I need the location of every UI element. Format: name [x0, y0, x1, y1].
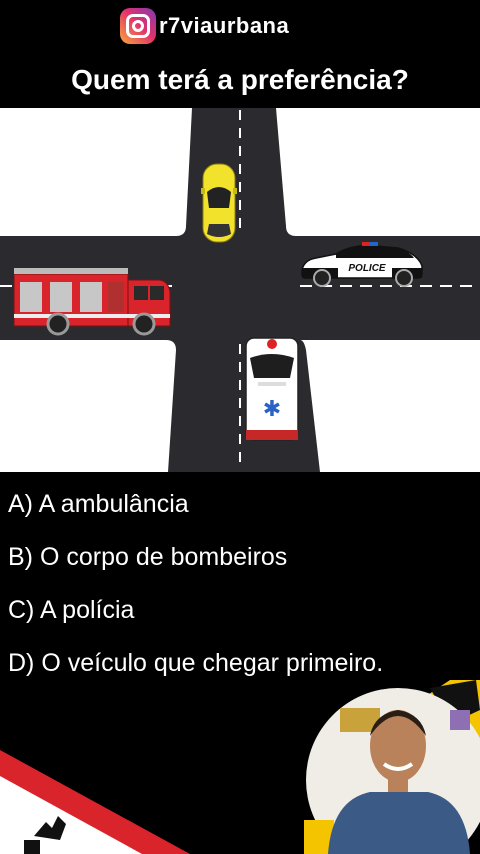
police-label: POLICE [348, 263, 386, 274]
corner-block-se [300, 340, 480, 472]
corner-block-nw [0, 108, 192, 236]
presenter-video [304, 680, 480, 854]
yellow-car [201, 163, 237, 243]
option-a[interactable]: A) A ambulância [8, 490, 189, 518]
instagram-icon [120, 8, 156, 44]
warning-sign-icon [0, 750, 190, 854]
fire-truck [13, 268, 171, 336]
intersection-scene: POLICE ✱ [0, 108, 480, 472]
option-c[interactable]: C) A polícia [8, 596, 135, 624]
svg-text:✱: ✱ [263, 397, 281, 422]
question-title: Quem terá a preferência? [71, 64, 409, 95]
option-d[interactable]: D) O veículo que chegar primeiro. [8, 649, 384, 677]
corner-block-ne [276, 108, 480, 236]
ambulance: ✱ [245, 337, 299, 441]
answer-options: A) A ambulância B) O corpo de bombeiros … [8, 484, 383, 696]
corner-block-sw [0, 340, 176, 472]
option-b[interactable]: B) O corpo de bombeiros [8, 543, 288, 571]
account-handle: r7viaurbana [159, 13, 290, 38]
police-car: POLICE [301, 242, 423, 287]
brand[interactable]: r7viaurbana [120, 6, 289, 46]
header: r7viaurbana Quem terá a preferência? [0, 0, 480, 108]
